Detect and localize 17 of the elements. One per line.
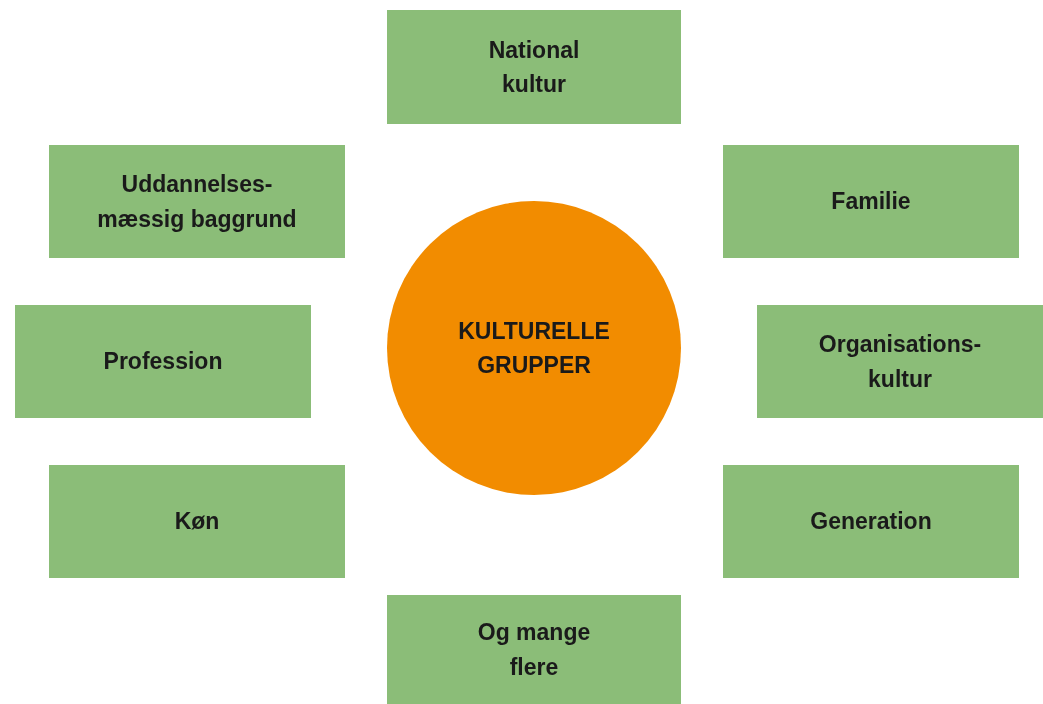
category-box bbox=[49, 465, 345, 578]
category-label: Og mange flere bbox=[476, 618, 592, 682]
category-label: National kultur bbox=[487, 35, 581, 99]
category-label: Profession bbox=[103, 347, 223, 377]
category-label: Familie bbox=[831, 187, 911, 217]
category-box bbox=[387, 10, 681, 124]
category-label: Generation bbox=[810, 507, 932, 537]
category-box bbox=[49, 145, 345, 258]
category-label: Organisations- kultur bbox=[817, 330, 983, 394]
center-label: KULTURELLE GRUPPER bbox=[457, 316, 611, 380]
category-box bbox=[387, 595, 681, 704]
category-label: Køn bbox=[174, 507, 220, 537]
category-label: Uddannelses- mæssig baggrund bbox=[96, 170, 298, 234]
category-box bbox=[757, 305, 1043, 418]
category-box bbox=[15, 305, 311, 418]
category-box bbox=[723, 145, 1019, 258]
category-box bbox=[723, 465, 1019, 578]
